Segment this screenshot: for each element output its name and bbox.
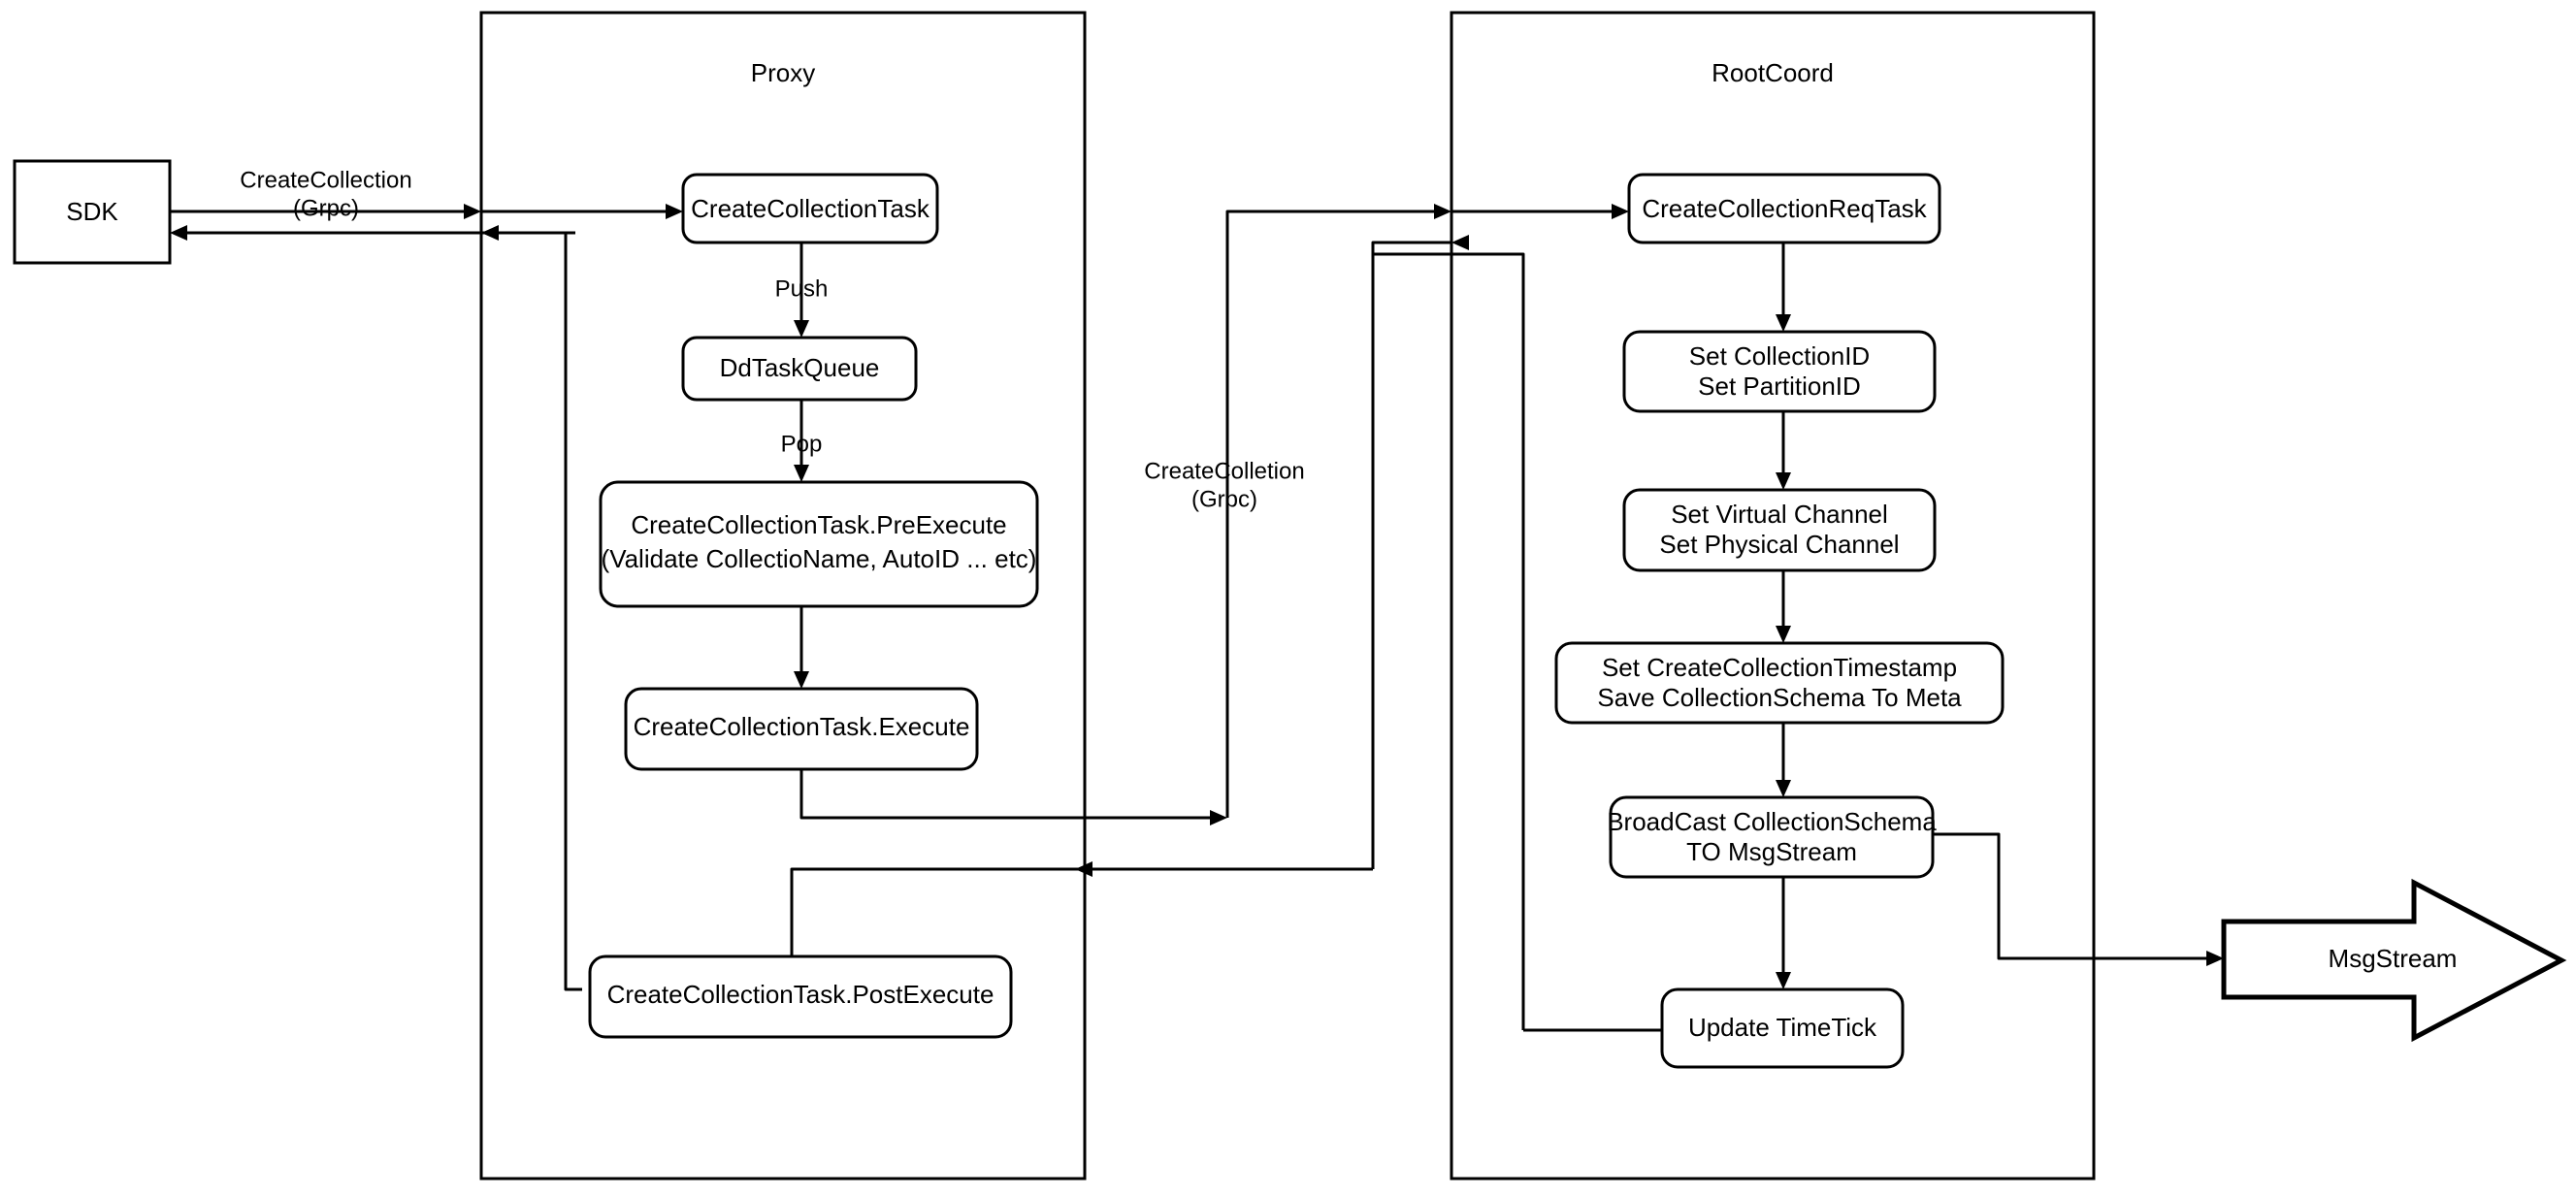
- edge-reqtask-to-setids: [1776, 243, 1791, 332]
- edge-proxy-to-sdk-return: [170, 225, 582, 991]
- node-pre-execute-label-line2: (Validate CollectioName, AutoID ... etc): [602, 544, 1037, 573]
- container-rootcoord-label: RootCoord: [1712, 58, 1834, 87]
- edge-label-push: Push: [775, 275, 829, 302]
- node-sdk-label: SDK: [66, 197, 118, 226]
- edge-rootcoord-boundary-to-reqtask: [1451, 204, 1629, 219]
- node-set-timestamp[interactable]: Set CreateCollectionTimestamp Save Colle…: [1554, 641, 2005, 725]
- edge-setchannel-to-setts: [1776, 570, 1791, 643]
- node-execute-label: CreateCollectionTask.Execute: [634, 712, 970, 741]
- node-set-channels[interactable]: Set Virtual Channel Set Physical Channel: [1622, 488, 1937, 572]
- node-create-collection-req-task-label: CreateCollectionReqTask: [1642, 194, 1927, 223]
- edge-sdk-to-proxy: [170, 204, 481, 219]
- node-set-timestamp-label-line2: Save CollectionSchema To Meta: [1597, 683, 1962, 712]
- container-rootcoord: [1450, 11, 2096, 1181]
- node-set-channels-label-line2: Set Physical Channel: [1659, 530, 1899, 559]
- edge-label-pop: Pop: [781, 431, 823, 457]
- edge-label-proxy-to-rootcoord-line2: (Grpc): [1191, 486, 1257, 512]
- edge-execute-to-rootcoord: [799, 769, 1227, 825]
- node-post-execute-label: CreateCollectionTask.PostExecute: [607, 980, 995, 1009]
- node-broadcast-label-line1: BroadCast CollectionSchema: [1607, 807, 1937, 836]
- node-set-ids-label-line2: Set PartitionID: [1698, 372, 1861, 401]
- node-set-ids[interactable]: Set CollectionID Set PartitionID: [1622, 330, 1937, 413]
- edge-setids-to-setchannel: [1776, 411, 1791, 490]
- edge-timetick-to-response: [1373, 252, 1662, 1032]
- edge-label-sdk-to-proxy-line1: CreateCollection: [240, 167, 411, 193]
- container-proxy: [479, 11, 1087, 1181]
- node-post-execute[interactable]: CreateCollectionTask.PostExecute: [588, 954, 1013, 1039]
- node-update-timetick-label: Update TimeTick: [1688, 1013, 1877, 1042]
- node-set-timestamp-label-line1: Set CreateCollectionTimestamp: [1602, 653, 1957, 682]
- node-msgstream-label: MsgStream: [2329, 944, 2458, 973]
- edge-rootcoord-response: [801, 235, 1469, 877]
- node-sdk[interactable]: SDK: [13, 159, 172, 265]
- node-set-ids-label-line1: Set CollectionID: [1689, 341, 1870, 371]
- edge-proxy-boundary-to-task: [481, 204, 683, 219]
- edge-pop: [794, 399, 809, 482]
- node-create-collection-req-task[interactable]: CreateCollectionReqTask: [1627, 173, 1941, 244]
- node-msgstream[interactable]: MsgStream: [2221, 878, 2567, 1043]
- edge-broadcast-to-timetick: [1776, 877, 1791, 989]
- edge-grpc-request-riser: [1225, 204, 1451, 818]
- node-broadcast-label-line2: TO MsgStream: [1686, 837, 1857, 866]
- node-dd-task-queue-label: DdTaskQueue: [720, 353, 880, 382]
- node-dd-task-queue[interactable]: DdTaskQueue: [681, 336, 918, 402]
- edge-label-sdk-to-proxy-line2: (Grpc): [293, 195, 359, 221]
- node-broadcast[interactable]: BroadCast CollectionSchema TO MsgStream: [1607, 795, 1937, 879]
- edge-push: [794, 243, 809, 338]
- node-pre-execute-label-line1: CreateCollectionTask.PreExecute: [631, 510, 1006, 539]
- node-pre-execute[interactable]: CreateCollectionTask.PreExecute (Validat…: [599, 480, 1039, 608]
- node-create-collection-task[interactable]: CreateCollectionTask: [681, 173, 939, 244]
- edge-preexecute-to-execute: [794, 606, 809, 689]
- edge-label-proxy-to-rootcoord-line1: CreateColletion: [1144, 458, 1304, 484]
- node-set-channels-label-line1: Set Virtual Channel: [1671, 500, 1888, 529]
- container-proxy-label: Proxy: [751, 58, 815, 87]
- node-update-timetick[interactable]: Update TimeTick: [1660, 987, 1905, 1069]
- node-create-collection-task-label: CreateCollectionTask: [691, 194, 930, 223]
- node-execute[interactable]: CreateCollectionTask.Execute: [624, 687, 979, 771]
- edge-broadcast-to-msgstream: [1933, 832, 2224, 966]
- edge-setts-to-broadcast: [1776, 723, 1791, 797]
